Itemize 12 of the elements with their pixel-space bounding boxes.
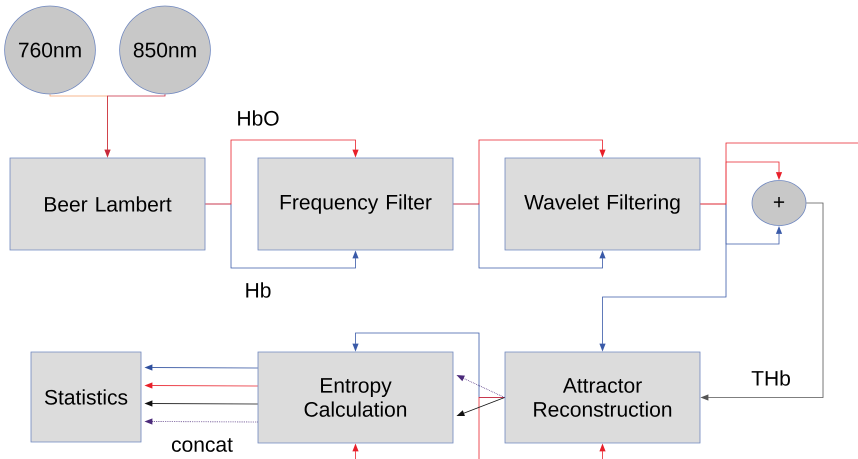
arrow: [205, 140, 359, 204]
edge-label: HbO: [235, 109, 281, 127]
process-box: Attractor Reconstruction: [504, 352, 700, 444]
edge-label: Hb: [244, 281, 272, 299]
edge-label: concat: [170, 437, 234, 453]
process-box: Beer Lambert: [10, 158, 206, 250]
process-box: Entropy Calculation: [258, 352, 454, 444]
process-box: Frequency Filter: [258, 158, 454, 250]
process-box: Statistics: [30, 352, 142, 442]
process-box: Wavelet Filtering: [504, 158, 700, 250]
edge-label: THb: [750, 369, 792, 387]
arrow: [453, 140, 606, 204]
